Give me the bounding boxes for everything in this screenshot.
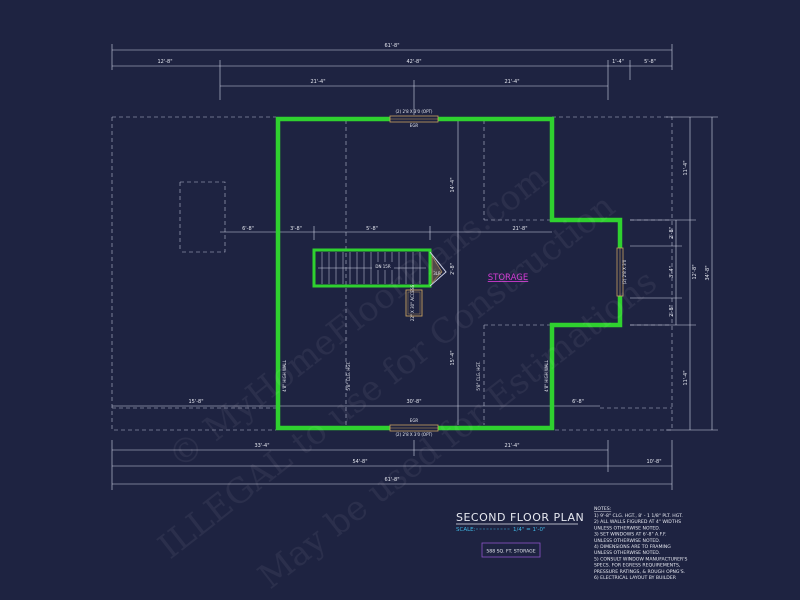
watermark: © MyHomeFloorPlans.com ILLEGAL to use fo… — [151, 157, 665, 597]
note-item: 6) ELECTRICAL LAYOUT BY BUILDER — [594, 575, 677, 581]
note-item: 2) ALL WALLS FIGURED AT 4" WIDTHS — [594, 519, 681, 525]
note-item: SPECS. FOR EGRESS REQUIREMENTS, — [594, 563, 681, 569]
dim-right-overall: 34'-8" — [705, 265, 711, 280]
dim-vert-mid-bottom: 15'-4" — [450, 350, 456, 365]
note-item: 4) DIMENSIONS ARE TO FRAMING — [594, 544, 671, 550]
area-label: 588 SQ. FT. STORAGE — [486, 549, 535, 555]
right-window: (2) 2'8 X 3'0 — [616, 247, 627, 297]
dim-bottom-right: 6'-8" — [572, 399, 584, 405]
dim-right-bottom: 11'-4" — [683, 370, 689, 385]
dim-top-overall: 61'-8" — [384, 43, 399, 49]
attic-access-label: 22" X 30" ACCESS — [410, 284, 415, 321]
dim-left-mid-1: 6'-8" — [242, 226, 254, 232]
bottom-window-sub: EGR — [410, 418, 419, 423]
dim-left-mid-2: 3'-8" — [290, 226, 302, 232]
dim-right-seg-1: 2'-8" — [669, 227, 675, 239]
dim-bot-sub-left: 33'-4" — [254, 443, 269, 449]
bottom-window-label: (2) 2'8 X 3'0 (OPT) — [396, 432, 433, 437]
dim-right-seg-2: 3'-4" — [669, 266, 675, 278]
wall-note-left: 4'8" HIGH WALL — [282, 359, 287, 392]
dim-bot-overall-left: 54'-8" — [352, 459, 367, 465]
note-item: 3) SET WINDOWS AT 6'-8" A.F.F. — [594, 532, 666, 538]
wall-note-mid-left: 5'8" CLG. HGT. — [346, 361, 351, 390]
top-window: (2) 2'8 X 3'0 (OPT) EGR — [389, 109, 439, 128]
dim-bot-overall-right: 10'-8" — [646, 459, 661, 465]
attic-access: 22" X 30" ACCESS — [405, 284, 423, 321]
dim-top-left: 12'-8" — [157, 59, 172, 65]
stair: DN 15R 3LR — [312, 248, 447, 288]
room-label-storage: STORAGE — [488, 273, 528, 283]
stair-label: DN 15R — [375, 264, 390, 269]
dim-right-top: 11'-4" — [683, 160, 689, 175]
dim-bot-sub-right: 21'-4" — [504, 443, 519, 449]
scale-label: SCALE: — [456, 527, 476, 533]
top-dimensions: 61'-8" 12'-8" 42'-8" 1'-4" 5'-8" 21'-4" … — [111, 43, 673, 115]
title-block: SECOND FLOOR PLAN SCALE: 1/4" = 1'-0" 58… — [456, 511, 584, 558]
scale-value: 1/4" = 1'-0" — [513, 527, 546, 533]
note-item: UNLESS OTHERWISE NOTED. — [594, 550, 660, 556]
mid-dimensions: 6'-8" 3'-8" 5'-8" 21'-8" 14'-4" 15'-4" 2… — [220, 120, 552, 425]
dim-top-sub-left: 21'-4" — [310, 79, 325, 85]
note-item: UNLESS OTHERWISE NOTED. — [594, 538, 660, 544]
wall-note-right: 4'8" HIGH WALL — [544, 359, 549, 392]
note-item: UNLESS OTHERWISE NOTED. — [594, 525, 660, 531]
plan-title: SECOND FLOOR PLAN — [456, 511, 584, 524]
bottom-dimensions: 15'-8" 30'-8" 6'-8" 33'-4" 21'-4" 54'-8"… — [111, 399, 673, 490]
note-item: 1) 9'-8" CLG. HGT., 8' - 1 1/8" PLT. HGT… — [594, 513, 683, 519]
dim-bottom-left: 15'-8" — [188, 399, 203, 405]
dim-vert-mid-top: 14'-4" — [450, 177, 456, 192]
dim-bot-overall: 61'-8" — [384, 477, 399, 483]
note-item: PRESSURE RATINGS, & ROUGH OPNG'S. — [594, 569, 685, 575]
notes-block: NOTES: 1) 9'-8" CLG. HGT., 8' - 1 1/8" P… — [594, 506, 688, 581]
dim-left-mid-3: 5'-8" — [366, 226, 378, 232]
lower-floor-outline — [111, 116, 673, 431]
dim-right-seg-3: 2'-8" — [669, 305, 675, 317]
exterior-walls — [275, 116, 623, 431]
note-item: 5) CONSULT WINDOW MANUFACTURER'S — [594, 556, 688, 562]
stair-landing-label: 3LR — [433, 271, 441, 276]
dim-right-mid: 21'-8" — [512, 226, 527, 232]
dim-top-mid: 42'-8" — [406, 59, 421, 65]
dim-stair-gap: 2'-8" — [450, 263, 456, 275]
dim-bottom-mid: 30'-8" — [406, 399, 421, 405]
wall-note-mid-right: 5'8" CLG. HGT. — [476, 361, 481, 390]
dim-top-r2: 5'-8" — [644, 59, 656, 65]
top-window-sub: EGR — [410, 123, 419, 128]
right-dimensions: 11'-4" 11'-4" 34'-8" 2'-8" 3'-4" 2'-8" 1… — [630, 116, 718, 431]
bottom-window: EGR (2) 2'8 X 3'0 (OPT) — [389, 418, 439, 437]
dim-right-overall-2: 12'-8" — [692, 264, 698, 279]
notes-heading: NOTES: — [594, 506, 612, 512]
dim-top-sub-right: 21'-4" — [504, 79, 519, 85]
top-window-label: (2) 2'8 X 3'0 (OPT) — [396, 109, 433, 114]
dim-top-r1: 1'-4" — [612, 59, 624, 65]
right-window-label: (2) 2'8 X 3'0 — [622, 259, 627, 284]
